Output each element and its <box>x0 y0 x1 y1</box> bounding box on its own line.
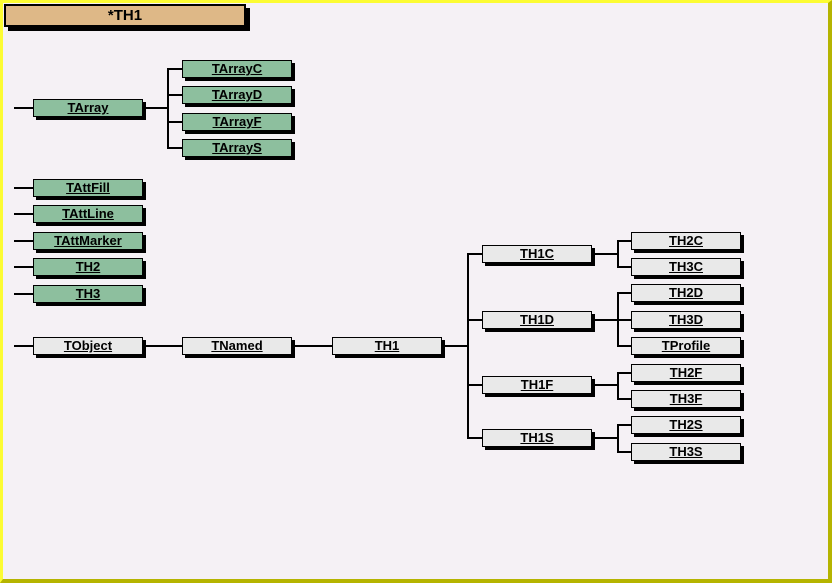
class-box-tarray[interactable]: TArray <box>33 99 143 117</box>
connector-stub-tattline <box>14 213 33 215</box>
class-box-tattline[interactable]: TAttLine <box>33 205 143 223</box>
connector-to-th1c <box>467 253 482 255</box>
class-box-th1[interactable]: TH1 <box>332 337 442 355</box>
class-box-th3s[interactable]: TH3S <box>631 443 741 461</box>
class-box-th2[interactable]: TH2 <box>33 258 143 276</box>
class-box-tprofile[interactable]: TProfile <box>631 337 741 355</box>
class-box-th2f[interactable]: TH2F <box>631 364 741 382</box>
connector-to-tarrays <box>167 147 182 149</box>
connector-stub-tattfill <box>14 187 33 189</box>
connector-to-tprofile <box>617 345 631 347</box>
connector-th1c-vertical <box>617 240 619 268</box>
connector-to-tarrayd <box>167 94 182 96</box>
class-box-tobject[interactable]: TObject <box>33 337 143 355</box>
connector-to-th3d <box>617 319 631 321</box>
class-box-th3c[interactable]: TH3C <box>631 258 741 276</box>
connector-tnamed-th1 <box>292 345 332 347</box>
connector-tarray-vertical <box>167 68 169 149</box>
connector-th1-vertical <box>467 253 469 439</box>
connector-th1s-vertical <box>617 424 619 453</box>
class-box-th1f[interactable]: TH1F <box>482 376 592 394</box>
connector-to-th2d <box>617 292 631 294</box>
connector-to-th1f <box>467 384 482 386</box>
connector-to-th2c <box>617 240 631 242</box>
connector-to-th1d <box>467 319 482 321</box>
class-box-th1d[interactable]: TH1D <box>482 311 592 329</box>
diagram-title: *TH1 <box>4 4 246 27</box>
class-box-th2s[interactable]: TH2S <box>631 416 741 434</box>
connector-th1f-out <box>592 384 617 386</box>
class-box-th2d[interactable]: TH2D <box>631 284 741 302</box>
class-box-tattmarker[interactable]: TAttMarker <box>33 232 143 250</box>
class-box-th1s[interactable]: TH1S <box>482 429 592 447</box>
class-box-tarrayd[interactable]: TArrayD <box>182 86 292 104</box>
connector-tobject-tnamed <box>143 345 182 347</box>
class-box-tnamed[interactable]: TNamed <box>182 337 292 355</box>
class-box-th1c[interactable]: TH1C <box>482 245 592 263</box>
connector-stub-tattmarker <box>14 240 33 242</box>
connector-th1s-out <box>592 437 617 439</box>
connector-to-th1s <box>467 437 482 439</box>
connector-to-th3f <box>617 398 631 400</box>
connector-stub-tobject <box>14 345 33 347</box>
connector-to-th3c <box>617 266 631 268</box>
class-box-th3[interactable]: TH3 <box>33 285 143 303</box>
connector-th1f-vertical <box>617 372 619 400</box>
class-box-tarrays[interactable]: TArrayS <box>182 139 292 157</box>
connector-stub-tarray <box>14 107 33 109</box>
class-box-th3d[interactable]: TH3D <box>631 311 741 329</box>
class-box-th3f[interactable]: TH3F <box>631 390 741 408</box>
connector-tarray-out <box>143 107 167 109</box>
connector-stub-th3 <box>14 293 33 295</box>
connector-to-th3s <box>617 451 631 453</box>
class-box-tattfill[interactable]: TAttFill <box>33 179 143 197</box>
class-box-tarrayc[interactable]: TArrayC <box>182 60 292 78</box>
connector-to-th2f <box>617 372 631 374</box>
class-box-tarrayf[interactable]: TArrayF <box>182 113 292 131</box>
connector-to-tarrayc <box>167 68 182 70</box>
connector-th1c-out <box>592 253 617 255</box>
connector-to-tarrayf <box>167 121 182 123</box>
connector-th1d-out <box>592 319 617 321</box>
class-box-th2c[interactable]: TH2C <box>631 232 741 250</box>
connector-th1-out <box>442 345 467 347</box>
connector-stub-th2 <box>14 266 33 268</box>
connector-to-th2s <box>617 424 631 426</box>
